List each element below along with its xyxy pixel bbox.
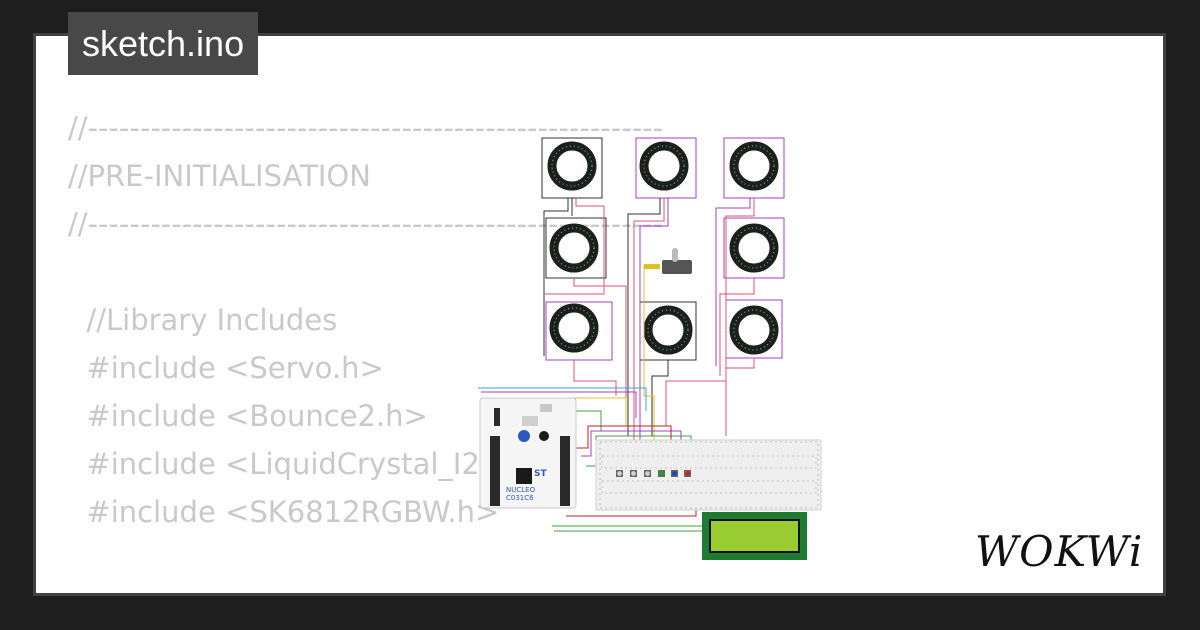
code-line: //PRE-INITIALISATION [68,159,371,193]
board-label: NUCLEO [506,486,536,494]
led-rings [541,137,785,361]
code-line: #include <Bounce2.h> [68,399,428,433]
led-ring [635,137,697,199]
st-logo: ST [534,469,547,479]
push-buttons [616,470,691,477]
circuit-diagram: NUCLEO C031C6 ST [478,137,822,560]
code-line: #include <Servo.h> [68,351,384,385]
led-ring [545,217,607,279]
led-ring [725,299,783,359]
file-tab[interactable]: sketch.ino [68,12,259,75]
code-line: //--------------------------------------… [68,111,664,145]
preview-card: //--------------------------------------… [33,33,1166,596]
led-ring [639,301,697,361]
nucleo-board: NUCLEO C031C6 ST [479,397,577,509]
led-ring [723,137,785,199]
code-line: //Library Includes [68,303,338,337]
code-line: #include <SK6812RGBW.h> [68,495,500,529]
code-line: //Pin Definitions [68,584,663,593]
wires [478,198,755,532]
led-ring [723,217,785,279]
code-editor: //--------------------------------------… [68,104,664,593]
breadboard [595,439,822,511]
servo-motor [644,248,692,274]
wokwi-logo: WOKWi [975,527,1144,576]
led-ring [541,137,603,199]
board-model: C031C6 [506,494,534,502]
led-ring [545,301,613,361]
lcd-display [702,512,807,560]
